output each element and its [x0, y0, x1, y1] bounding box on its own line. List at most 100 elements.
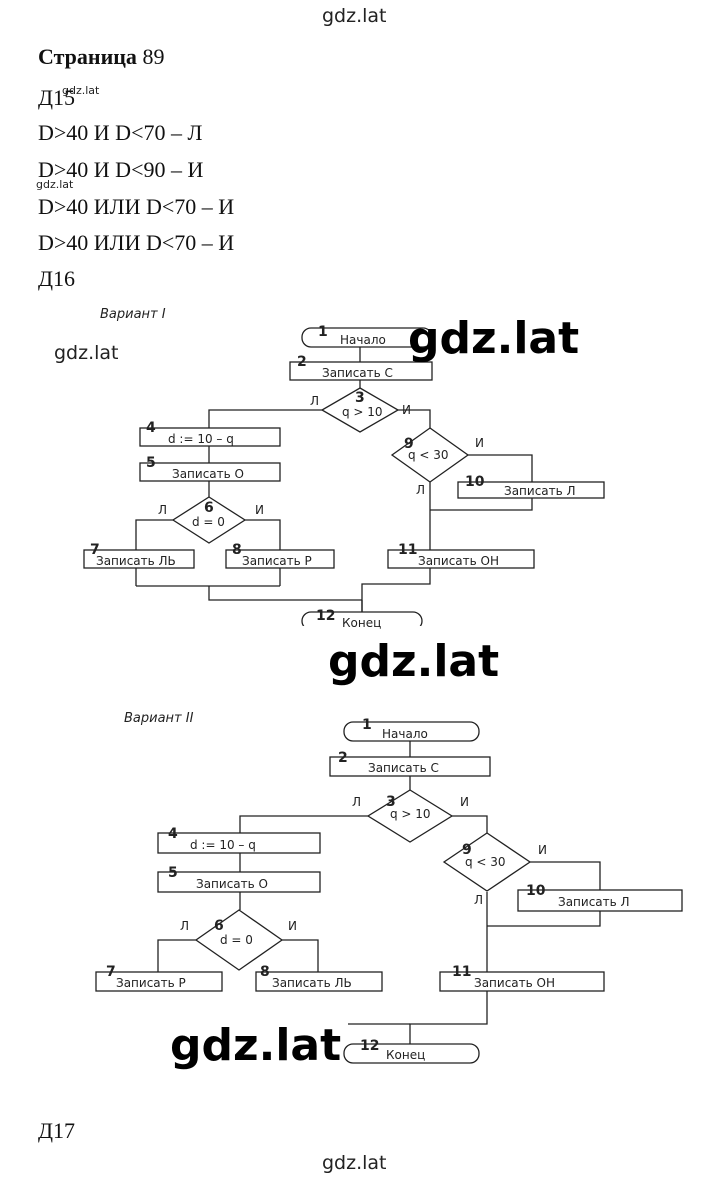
v2-block6-num: 6: [214, 918, 224, 934]
v2-block8-num: 8: [260, 964, 270, 980]
watermark-big-3: gdz.lat: [170, 1020, 342, 1071]
v1-block3-no: Л: [310, 394, 319, 408]
v1-connectors: [135, 347, 533, 612]
watermark-left: gdz.lat: [54, 342, 119, 364]
v1-block6-num: 6: [204, 500, 214, 516]
v1-block12-text: Конец: [342, 616, 381, 630]
v2-block12-terminal: [343, 1043, 480, 1064]
v2-block1-terminal: [343, 721, 480, 742]
watermark-top: gdz.lat: [322, 5, 387, 27]
watermark-big-1: gdz.lat: [408, 313, 580, 364]
v2-block4-num: 4: [168, 826, 178, 842]
d15-line-3: D>40 ИЛИ D<70 – И: [38, 194, 235, 219]
v1-block5-num: 5: [146, 455, 156, 471]
v2-block8-process: [255, 971, 383, 992]
v2-block2-process: [329, 756, 491, 777]
v1-block9-yes: И: [475, 436, 484, 450]
v2-block9-num: 9: [462, 842, 472, 858]
v2-block10-process: [517, 889, 683, 912]
v2-block3-no: Л: [352, 795, 361, 809]
v1-block7-num: 7: [90, 542, 100, 558]
v2-block4-process: [157, 832, 321, 854]
v1-block8-text: Записать Р: [242, 554, 312, 568]
v1-block6-text: d = 0: [192, 515, 225, 529]
v1-block8-num: 8: [232, 542, 242, 558]
variant1-title: Вариант I: [100, 307, 166, 322]
v1-block10-process: [457, 481, 605, 499]
v1-block10-text: Записать Л: [504, 484, 576, 498]
v1-block9-no: Л: [416, 483, 425, 497]
watermark-tiny-1: gdz.lat: [62, 84, 100, 97]
v1-block2-process: [289, 361, 433, 381]
d15-line-4: D>40 ИЛИ D<70 – И: [38, 230, 235, 255]
v2-block4-text: d := 10 – q: [190, 838, 256, 852]
v1-block4-process: [139, 427, 281, 447]
v1-block9-decision: [390, 427, 470, 483]
v1-block5-process: [139, 462, 281, 482]
v2-block1-num: 1: [362, 717, 372, 733]
v1-block5-text: Записать О: [172, 467, 244, 481]
v2-block10-num: 10: [526, 883, 546, 899]
v1-block6-decision: [171, 496, 247, 544]
v2-block3-yes: И: [460, 795, 469, 809]
v1-block3-text: q > 10: [342, 405, 383, 419]
v2-block11-process: [439, 971, 605, 992]
v2-block5-text: Записать О: [196, 877, 268, 891]
v1-block12-num: 12: [316, 608, 335, 624]
v2-block10-text: Записать Л: [558, 895, 630, 909]
v1-block11-process: [387, 549, 535, 569]
v2-block1-text: Начало: [382, 727, 428, 741]
v2-block6-no: Л: [180, 919, 189, 933]
v2-block9-decision: [442, 832, 532, 892]
v1-block1-terminal: [301, 327, 433, 348]
page-label: Страница: [38, 44, 137, 69]
v2-connectors: [157, 741, 601, 1044]
page-title: Страница 89: [38, 44, 164, 70]
v1-block9-num: 9: [404, 436, 414, 452]
v2-block2-text: Записать С: [368, 761, 439, 775]
d17-label: Д17: [38, 1118, 76, 1143]
v2-block2-num: 2: [338, 750, 348, 766]
v1-block11-text: Записать ОН: [418, 554, 499, 568]
v2-block9-yes: И: [538, 843, 547, 857]
v2-block7-num: 7: [106, 964, 116, 980]
watermark-tiny-2: gdz.lat: [36, 178, 74, 191]
v1-block1-num: 1: [318, 324, 328, 340]
v1-block1-text: Начало: [340, 333, 386, 347]
v1-block4-num: 4: [146, 420, 156, 436]
v2-block7-text: Записать Р: [116, 976, 186, 990]
v2-block3-num: 3: [386, 794, 396, 810]
v1-block3-num: 3: [355, 390, 365, 406]
v1-block3-decision: [320, 387, 400, 433]
v1-block7-process: [83, 549, 195, 569]
v2-block8-text: Записать ЛЬ: [272, 976, 352, 990]
v2-block11-num: 11: [452, 964, 471, 980]
d15-label: Д15: [38, 85, 76, 110]
v2-block7-process: [95, 971, 223, 992]
v1-block8-process: [225, 549, 335, 569]
v1-block6-yes: И: [255, 503, 264, 517]
v1-block6-no: Л: [158, 503, 167, 517]
v1-block7-text: Записать ЛЬ: [96, 554, 176, 568]
v1-block2-text: Записать С: [322, 366, 393, 380]
v1-block9-text: q < 30: [408, 448, 449, 462]
v2-block3-text: q > 10: [390, 807, 431, 821]
d15-line-1: D>40 И D<70 – Л: [38, 120, 203, 145]
v2-block5-process: [157, 871, 321, 893]
v1-block3-yes: И: [402, 403, 411, 417]
v2-block11-text: Записать ОН: [474, 976, 555, 990]
v2-block6-decision: [194, 909, 284, 971]
d15-line-2: D>40 И D<90 – И: [38, 157, 204, 182]
v1-block2-num: 2: [297, 354, 307, 370]
v2-block9-text: q < 30: [465, 855, 506, 869]
v1-block4-text: d := 10 – q: [168, 432, 234, 446]
watermark-big-2: gdz.lat: [328, 636, 500, 687]
page-number: 89: [142, 44, 165, 69]
v1-block10-num: 10: [465, 474, 485, 490]
v2-block5-num: 5: [168, 865, 178, 881]
v2-block6-yes: И: [288, 919, 297, 933]
variant2-title: Вариант II: [124, 711, 194, 726]
watermark-bottom: gdz.lat: [322, 1152, 387, 1174]
v2-block12-num: 12: [360, 1038, 379, 1054]
